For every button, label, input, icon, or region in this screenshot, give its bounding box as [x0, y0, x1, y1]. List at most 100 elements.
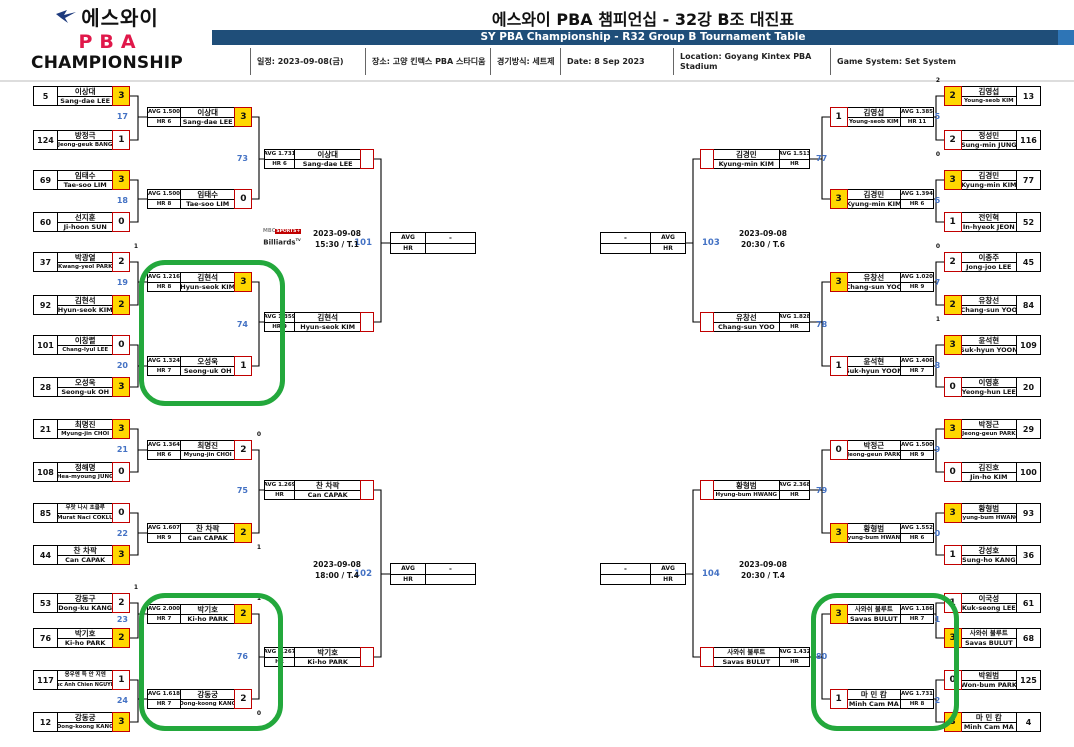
- score-cell: 0: [112, 502, 131, 524]
- winner-row-avg: -AVG: [601, 564, 685, 575]
- player-name-kr: 강성호: [961, 546, 1016, 556]
- player-name-kr: 이국성: [961, 594, 1016, 604]
- seed-number-cell: 5: [34, 87, 58, 105]
- player-hr: HR 6: [909, 200, 925, 207]
- qf-match-number-101: 101: [354, 238, 372, 248]
- seed-number-cell: 116: [1016, 131, 1040, 149]
- player-name-kr: 방정극: [58, 131, 113, 141]
- player-name-en: Kuk-seong LEE: [961, 604, 1016, 612]
- page-title: 에스와이 PBA 챔피언십 - 32강 B조 대진표: [491, 10, 795, 29]
- player-hr: HR 11: [907, 118, 927, 125]
- score-cell: 2: [234, 522, 253, 544]
- r32-match-number-26: 26: [929, 196, 941, 205]
- player-name-kr: 무랏 나시 초클루: [58, 504, 113, 514]
- player-name-en: Minh Cam MA: [848, 700, 899, 708]
- player-name-en: Hyung-bum HWANG: [961, 515, 1016, 521]
- player-hr: HR 7: [909, 367, 925, 374]
- player-name-kr: 이상대: [58, 87, 113, 97]
- info-format: 경기방식: 세트제: [490, 48, 560, 75]
- player-name-kr: 선지훈: [58, 213, 113, 223]
- r32-match-number-28: 28: [929, 361, 941, 370]
- broadcast-channel: Billiards: [263, 238, 296, 247]
- broadcast-logo: MBCSPORTS+ BilliardsTV: [260, 227, 304, 247]
- player-name-en: Sung-min JUNG: [961, 141, 1016, 149]
- seed-number-cell: 29: [1016, 420, 1040, 438]
- score-cell: 3: [112, 376, 131, 398]
- r16-match-number-80: 80: [816, 652, 828, 661]
- player-name-en: Ji-hoon SUN: [63, 223, 107, 231]
- seed-number-cell: 77: [1016, 171, 1040, 189]
- qf-match-number-102: 102: [354, 569, 372, 579]
- player-hr: HR: [275, 491, 284, 498]
- winner-hr-value: [426, 575, 475, 585]
- score-cell: [699, 311, 714, 333]
- seed-number-cell: 37: [34, 253, 58, 271]
- match-date: 2023-09-08: [313, 229, 361, 238]
- shootout-score: 1: [256, 595, 262, 602]
- player-name-en: Chang-sun YOO: [717, 323, 775, 331]
- player-avg: AVG 2.000: [148, 605, 180, 615]
- player-name-kr: 강동구: [58, 594, 113, 604]
- winner-row-hr: HR: [391, 243, 475, 253]
- player-name-en: Suk-hyun YOON: [961, 346, 1016, 354]
- score-cell: [360, 646, 375, 668]
- player-name-kr: 임태수: [58, 171, 113, 181]
- score-cell: 1: [234, 355, 253, 377]
- seed-number-cell: 4: [1016, 713, 1040, 731]
- player-hr: HR 8: [909, 700, 925, 707]
- player-hr: HR: [790, 323, 799, 330]
- player-hr: HR: [790, 491, 799, 498]
- hr-label: HR: [391, 243, 426, 253]
- score-cell: 3: [112, 711, 131, 733]
- player-avg: AVG 1.267: [265, 648, 294, 658]
- player-name-en: Jin-ho KIM: [970, 473, 1008, 481]
- player-name-kr: 박정근: [961, 420, 1016, 430]
- shootout-score: 0: [256, 431, 262, 438]
- banner-subtitle: SY PBA Championship - R32 Group B Tourna…: [212, 30, 1074, 45]
- seed-number-cell: 68: [1016, 629, 1040, 647]
- player-avg: AVG 1.385: [901, 108, 933, 118]
- logo-championship-text: CHAMPIONSHIP: [31, 53, 183, 73]
- score-cell: 0: [943, 669, 962, 691]
- score-cell: [360, 479, 375, 501]
- pba-logo: 에스와이 PBA CHAMPIONSHIP: [6, 2, 208, 78]
- player-avg: AVG 1.500: [148, 190, 180, 200]
- score-cell: [699, 479, 714, 501]
- score-cell: 2: [943, 294, 962, 316]
- seed-number-cell: 12: [34, 713, 58, 731]
- score-cell: 1: [943, 211, 962, 233]
- player-name-kr: 김진호: [961, 463, 1016, 473]
- player-name-kr: 김현석: [295, 313, 361, 323]
- player-hr: HR 6: [272, 160, 287, 167]
- player-name-en: Tae-soo LIM: [186, 200, 230, 208]
- player-name-en: Sang-dae LEE: [182, 118, 233, 126]
- info-schedule: 일정: 2023-09-08(금): [250, 48, 365, 75]
- match-date: 2023-09-08: [739, 229, 787, 238]
- player-name-en: Ki-ho PARK: [64, 639, 106, 647]
- score-cell: 3: [112, 85, 131, 107]
- player-avg: AVG 1.324: [148, 357, 180, 367]
- player-name-kr: 이창렬: [58, 336, 113, 346]
- info-location: Location: Goyang Kintex PBA Stadium: [673, 48, 830, 75]
